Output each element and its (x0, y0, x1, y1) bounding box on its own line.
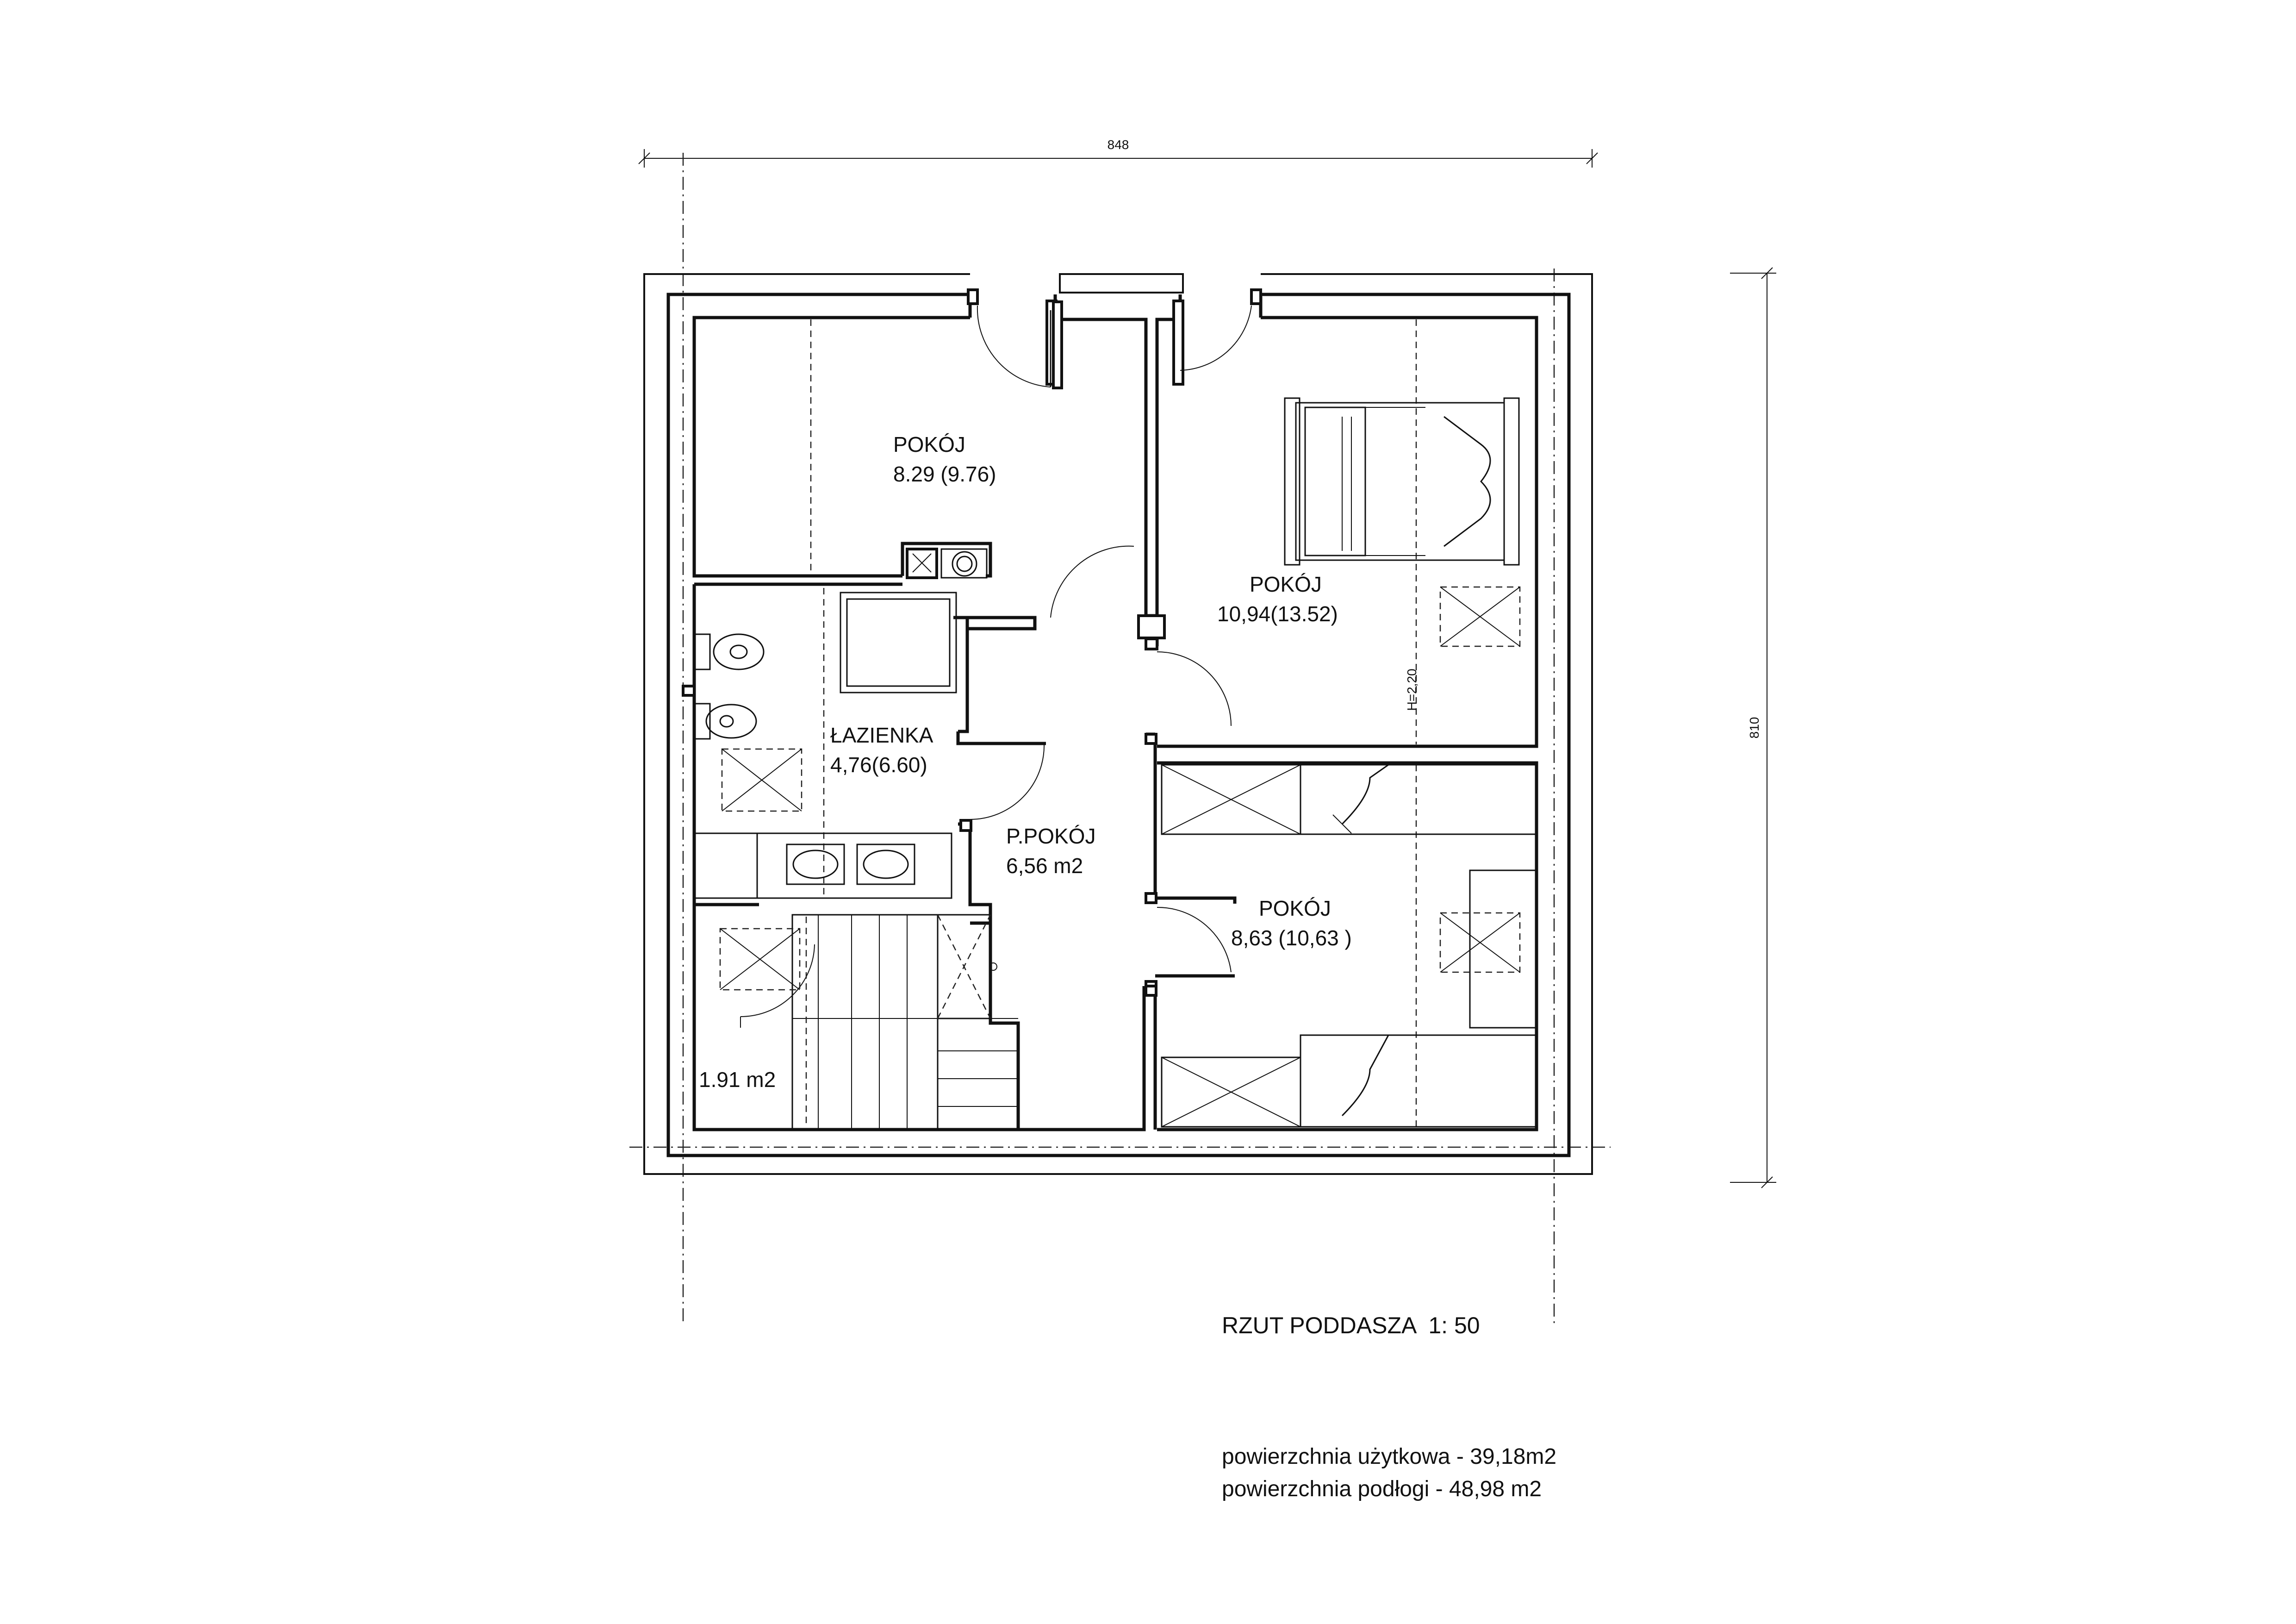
dimension-width-label: 848 (1108, 137, 1129, 152)
door-nw-top (967, 288, 1063, 389)
room-ne-name: POKÓJ (1250, 572, 1322, 596)
room-se-area: 8,63 (10,63 ) (1231, 926, 1352, 950)
hall-area: 6,56 m2 (1006, 854, 1083, 878)
room-ne-area: 10,94(13.52) (1217, 602, 1338, 626)
dimension-right: 810 (1730, 267, 1776, 1188)
room-nw-name: POKÓJ (893, 432, 965, 456)
height-note: H=2,20 (1405, 668, 1419, 711)
dimension-height-label: 810 (1747, 717, 1761, 739)
room-labels: POKÓJ 8.29 (9.76) POKÓJ 10,94(13.52) ŁAZ… (699, 432, 1352, 1092)
se-room-furniture (1161, 764, 1537, 1128)
floor-area-text: powierzchnia podłogi - 48,98 m2 (1222, 1477, 1542, 1501)
storage-area: 1.91 m2 (699, 1068, 776, 1092)
bathroom-area: 4,76(6.60) (830, 753, 927, 777)
axis-lines (629, 153, 1611, 1324)
ne-room-furniture: H=2,20 (1284, 319, 1521, 744)
central-wall (1045, 294, 1184, 650)
building-outline (643, 273, 1593, 1175)
drawing-title: RZUT PODDASZA 1: 50 (1222, 1312, 1480, 1338)
hall-name: P.POKÓJ (1006, 824, 1095, 848)
dimension-top: 848 (638, 137, 1598, 168)
door-ne-top (1180, 288, 1262, 371)
stairs (719, 914, 1018, 1131)
bathroom-name: ŁAZIENKA (830, 723, 933, 747)
room-se-name: POKÓJ (1259, 896, 1331, 920)
room-nw-area: 8.29 (9.76) (893, 462, 996, 486)
bathroom-fixtures (682, 548, 988, 899)
usable-area-text: powierzchnia użytkowa - 39,18m2 (1222, 1444, 1556, 1469)
